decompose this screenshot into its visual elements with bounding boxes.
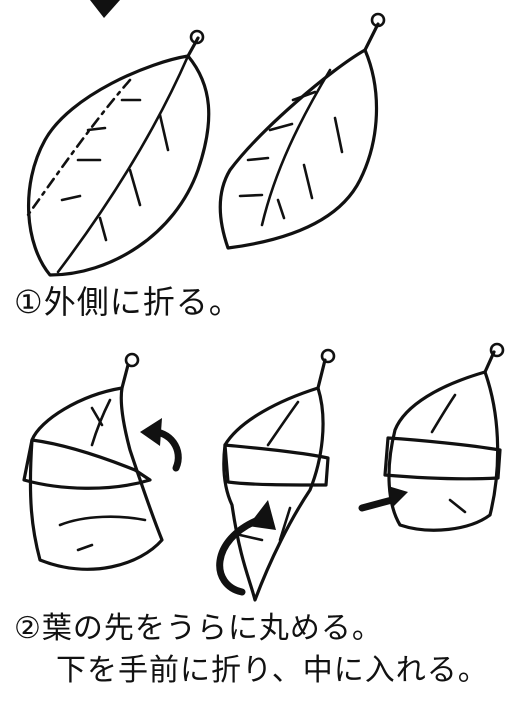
leaf-folded — [218, 12, 386, 250]
leaf-step2-a — [22, 352, 164, 571]
step-2-caption-line2: 下を手前に折り、中に入れる。 — [56, 653, 489, 688]
leaf-step2-b — [222, 348, 336, 602]
curved-up-arrow-icon — [216, 500, 276, 596]
step-1-caption: ①外側に折る。 — [14, 283, 242, 321]
leaf-unfolded — [26, 29, 211, 277]
inward-arrow-icon — [358, 486, 408, 512]
curved-arrow-icon — [140, 418, 182, 472]
top-arrow-icon — [90, 0, 120, 18]
step-2-caption: ②葉の先をうらに丸める。 — [14, 611, 383, 646]
leaf-step2-c — [383, 342, 505, 532]
